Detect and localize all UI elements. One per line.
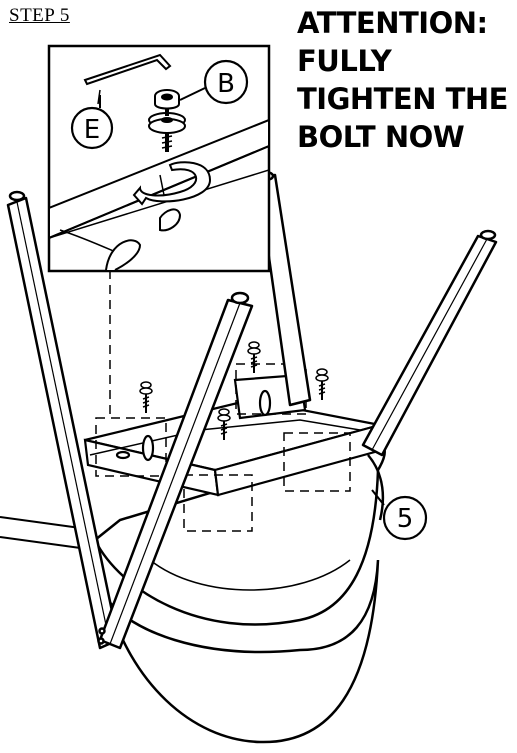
callout-e-label: E	[84, 115, 100, 145]
chair-legs	[6, 170, 498, 650]
callout-seat: 5	[371, 489, 428, 541]
callout-allen-key: E	[70, 95, 114, 150]
attention-line-4: BOLT NOW	[297, 120, 465, 154]
alignment-boxes	[95, 270, 351, 532]
rotation-arrow-icon	[132, 161, 212, 206]
step-title: STEP 5	[9, 5, 70, 26]
attention-line-1: ATTENTION:	[297, 6, 488, 40]
attention-line-2: FULLY	[297, 44, 392, 78]
callout-b-label: B	[217, 69, 235, 99]
leg-center	[98, 298, 254, 650]
callout-5-label: 5	[397, 504, 414, 534]
callout-bolt: B	[179, 59, 249, 105]
frame-bolts	[139, 341, 329, 440]
bolt-icon	[148, 89, 186, 152]
attention-line-3: TIGHTEN THE	[297, 82, 508, 116]
attention-note: ATTENTION: FULLY TIGHTEN THE BOLT NOW	[297, 4, 517, 156]
seat-shell	[93, 442, 386, 744]
